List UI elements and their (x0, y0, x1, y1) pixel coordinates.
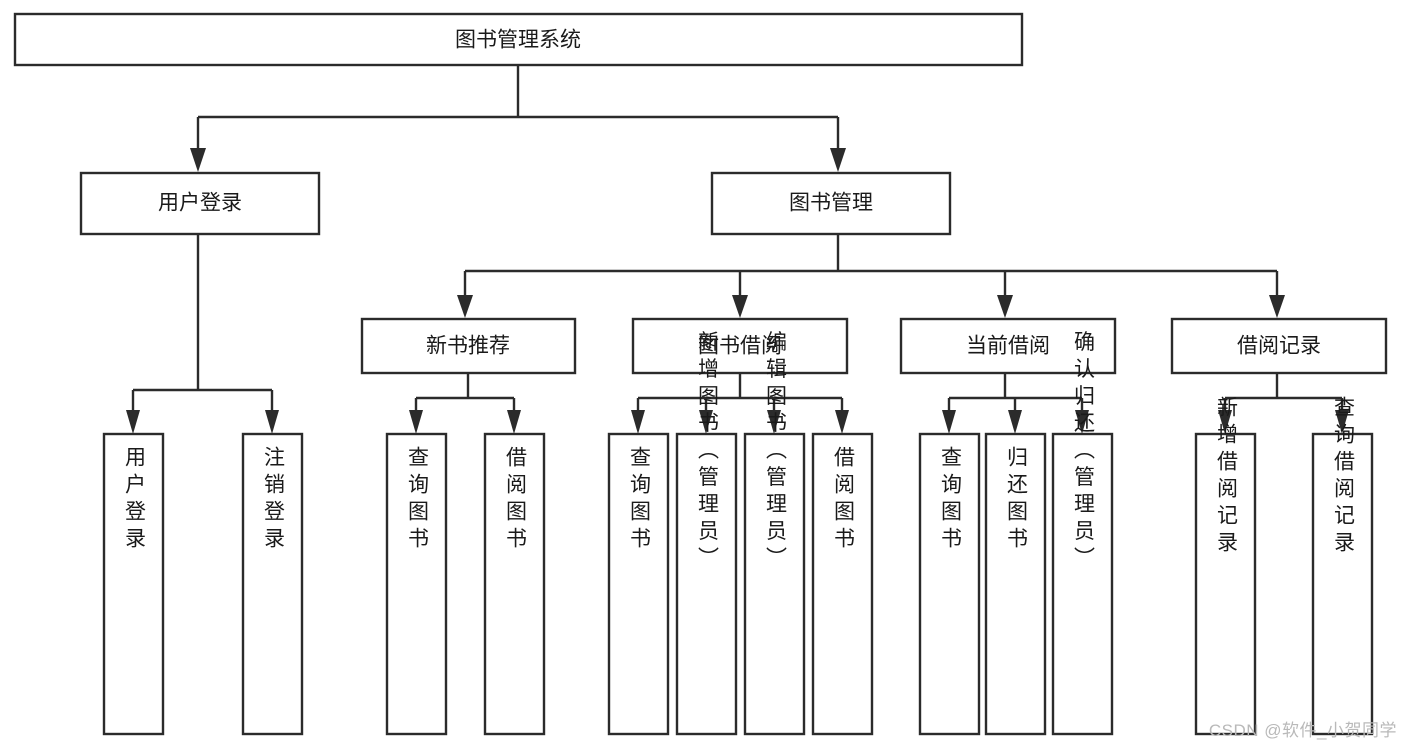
node-book-borrow[interactable]: 图书借阅 (631, 317, 849, 375)
node-current-borrow-label: 当前借阅 (966, 335, 1050, 358)
node-leaf-confirm-return-box[interactable] (1051, 432, 1114, 736)
node-leaf-logout-label: 注销登录 (262, 446, 286, 554)
arrow-down-icon (1075, 410, 1089, 434)
arrow-down-icon (457, 295, 473, 318)
node-borrow-record[interactable]: 借阅记录 (1170, 317, 1388, 375)
node-leaf-borrow-book-2[interactable]: 借阅图书 (811, 432, 874, 736)
node-current-borrow[interactable]: 当前借阅 (899, 317, 1117, 375)
node-leaf-return-book[interactable]: 归还图书 (984, 432, 1047, 736)
node-leaf-edit-book-box[interactable] (743, 432, 806, 736)
node-leaf-confirm-return-label: 确认归还（管理员） (1072, 331, 1096, 574)
arrow-down-icon (631, 410, 645, 434)
node-root-box[interactable] (13, 12, 1024, 67)
node-leaf-logout[interactable]: 注销登录 (241, 432, 304, 736)
node-leaf-confirm-return[interactable]: 确认归还（管理员） (1051, 331, 1114, 736)
node-new-book-rec-box[interactable] (360, 317, 577, 375)
node-root-label: 图书管理系统 (455, 29, 581, 52)
node-leaf-query-book-2[interactable]: 查询图书 (607, 432, 670, 736)
node-book-manage-box[interactable] (710, 171, 952, 236)
node-borrow-record-label: 借阅记录 (1237, 335, 1321, 358)
node-user-login-box[interactable] (79, 171, 321, 236)
node-leaf-borrow-book-2-box[interactable] (811, 432, 874, 736)
node-leaf-query-borrow-record-label: 查询借阅记录 (1332, 396, 1356, 558)
arrow-down-icon (507, 410, 521, 434)
node-leaf-add-borrow-record-box[interactable] (1194, 432, 1257, 736)
arrow-down-icon (835, 410, 849, 434)
node-leaf-borrow-book-1-label: 借阅图书 (504, 446, 528, 554)
arrow-down-icon (732, 295, 748, 318)
node-book-borrow-label: 图书借阅 (698, 335, 782, 358)
arrow-down-icon (1269, 295, 1285, 318)
node-leaf-borrow-book-1[interactable]: 借阅图书 (483, 432, 546, 736)
node-leaf-borrow-book-1-box[interactable] (483, 432, 546, 736)
node-leaf-edit-book-label: 编辑图书（管理员） (764, 331, 788, 574)
node-leaf-add-borrow-record-label: 新增借阅记录 (1215, 396, 1239, 558)
node-leaf-query-book-3[interactable]: 查询图书 (918, 432, 981, 736)
node-new-book-rec-label: 新书推荐 (426, 335, 510, 358)
node-leaf-query-borrow-record-box[interactable] (1311, 432, 1374, 736)
node-leaf-return-book-box[interactable] (984, 432, 1047, 736)
node-leaf-edit-book[interactable]: 编辑图书（管理员） (743, 331, 806, 736)
node-leaf-user-login[interactable]: 用户登录 (102, 432, 165, 736)
node-leaf-query-book-1-box[interactable] (385, 432, 448, 736)
node-leaf-add-book[interactable]: 新增图书（管理员） (675, 331, 738, 736)
node-leaf-add-book-label: 新增图书（管理员） (696, 331, 720, 574)
node-leaf-query-book-3-label: 查询图书 (939, 446, 963, 554)
arrow-down-icon (126, 410, 140, 434)
arrow-down-icon (190, 148, 206, 172)
arrow-down-icon (1008, 410, 1022, 434)
connector-layer (131, 66, 1344, 412)
node-book-manage-label: 图书管理 (789, 192, 873, 215)
arrow-down-icon (265, 410, 279, 434)
node-leaf-query-book-3-box[interactable] (918, 432, 981, 736)
node-leaf-user-login-label: 用户登录 (123, 446, 147, 554)
node-book-manage[interactable]: 图书管理 (710, 171, 952, 236)
node-root[interactable]: 图书管理系统 (13, 12, 1024, 67)
node-leaf-query-book-1[interactable]: 查询图书 (385, 432, 448, 736)
node-leaf-query-book-2-label: 查询图书 (628, 446, 652, 554)
node-leaf-query-borrow-record[interactable]: 查询借阅记录 (1311, 396, 1374, 736)
node-leaf-borrow-book-2-label: 借阅图书 (832, 446, 856, 554)
arrow-down-icon (1218, 410, 1232, 434)
arrow-down-icon (767, 410, 781, 434)
node-leaf-logout-box[interactable] (241, 432, 304, 736)
node-book-borrow-box[interactable] (631, 317, 849, 375)
arrow-down-icon (942, 410, 956, 434)
node-leaf-query-book-1-label: 查询图书 (406, 446, 430, 554)
arrow-down-icon (830, 148, 846, 172)
watermark-text: CSDN @软件_小贺同学 (1208, 721, 1397, 740)
node-borrow-record-box[interactable] (1170, 317, 1388, 375)
node-leaf-query-book-2-box[interactable] (607, 432, 670, 736)
arrow-down-icon (997, 295, 1013, 318)
node-leaf-return-book-label: 归还图书 (1005, 446, 1029, 554)
node-leaf-add-borrow-record[interactable]: 新增借阅记录 (1194, 396, 1257, 736)
arrow-down-icon (699, 410, 713, 434)
arrowhead-layer (126, 148, 1349, 434)
node-leaf-user-login-box[interactable] (102, 432, 165, 736)
node-leaf-add-book-box[interactable] (675, 432, 738, 736)
arrow-down-icon (1335, 410, 1349, 434)
node-new-book-rec[interactable]: 新书推荐 (360, 317, 577, 375)
node-current-borrow-box[interactable] (899, 317, 1117, 375)
node-user-login-label: 用户登录 (158, 192, 242, 215)
node-user-login[interactable]: 用户登录 (79, 171, 321, 236)
arrow-down-icon (409, 410, 423, 434)
